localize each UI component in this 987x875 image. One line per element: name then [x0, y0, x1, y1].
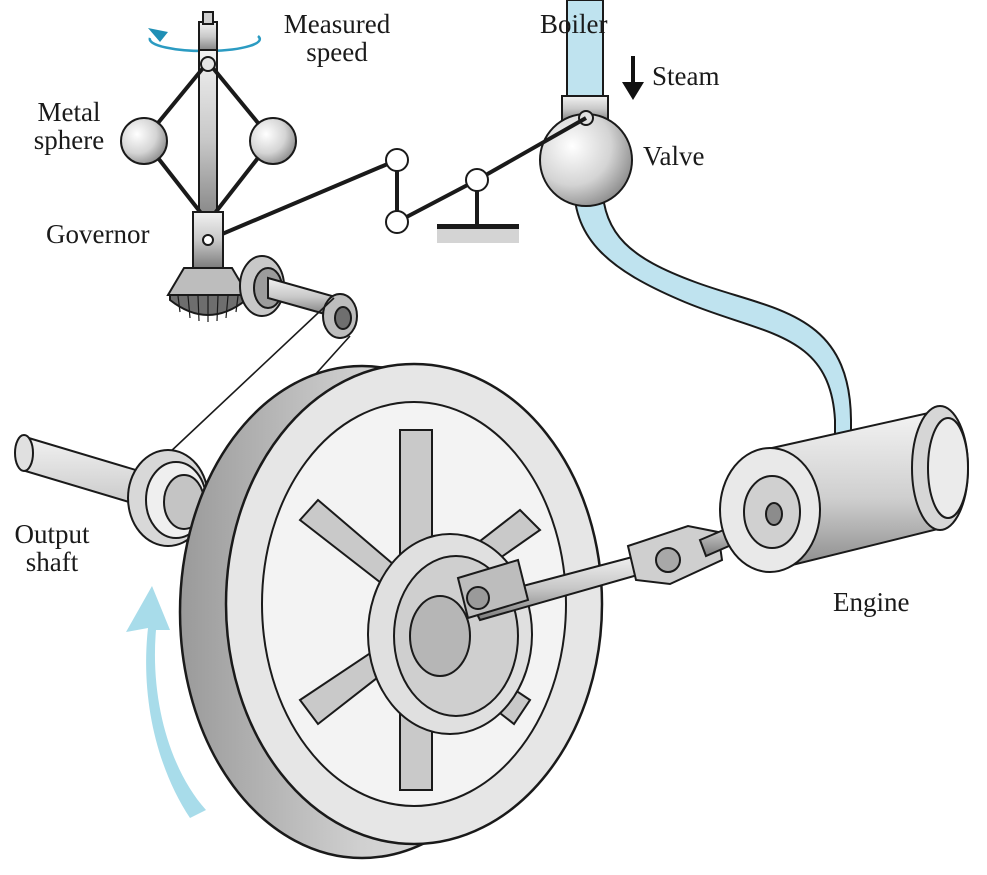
flywheel	[178, 362, 604, 860]
measured-speed-label-line1: Measured	[283, 9, 391, 39]
engine	[719, 405, 969, 573]
metal-sphere-left	[120, 117, 168, 165]
metal-sphere-right	[249, 117, 297, 165]
metal-sphere-label-line2: sphere	[33, 125, 105, 155]
valve-label: Valve	[643, 141, 705, 171]
governor-label: Governor	[46, 219, 150, 249]
rotation-speed-arrow-icon	[148, 28, 168, 42]
governor	[120, 11, 358, 339]
boiler-label: Boiler	[540, 9, 608, 39]
linkage-joints	[385, 148, 489, 234]
measured-speed-label-line2: speed	[306, 37, 368, 67]
linkage-pivot-support	[437, 224, 519, 243]
engine-label: Engine	[833, 587, 910, 617]
output-shaft-label: Output shaft	[0, 520, 104, 576]
steam-label: Steam	[652, 61, 720, 91]
steam-arrow-icon	[622, 56, 644, 100]
valve	[539, 95, 633, 207]
connecting-rod	[456, 504, 786, 622]
metal-sphere-label: Metal sphere	[14, 98, 124, 154]
output-shaft-label-line1: Output	[14, 519, 90, 549]
measured-speed-label: Measured speed	[262, 10, 412, 66]
metal-sphere-label-line1: Metal	[37, 97, 101, 127]
output-shaft-label-line2: shaft	[25, 547, 79, 577]
